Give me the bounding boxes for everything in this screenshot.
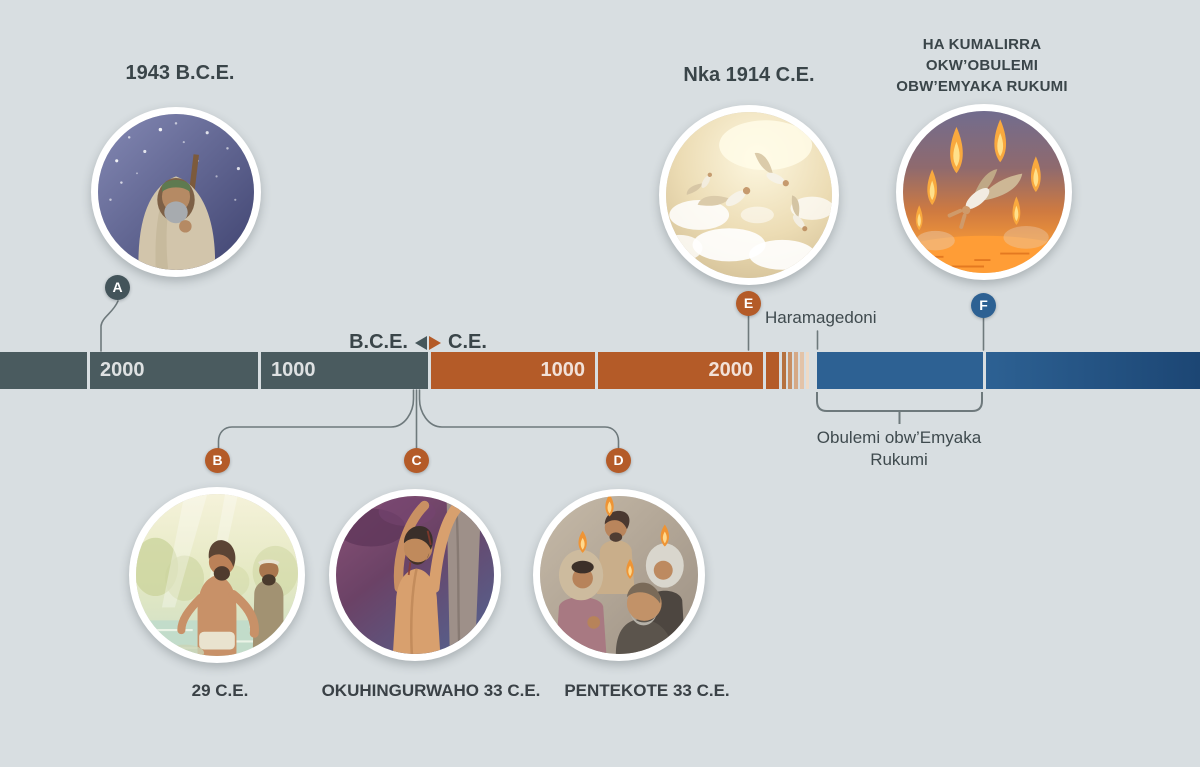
era-divider-label: B.C.E. C.E. xyxy=(338,331,498,354)
bce-arrow-icon xyxy=(415,335,427,350)
timeline-segment-1000-bce: 1000 xyxy=(261,352,428,389)
timeline-segment-2000-ce: 2000 xyxy=(598,352,763,389)
ce-label: C.E. xyxy=(448,331,487,353)
millennium-label-line-2: Rukumi xyxy=(870,450,928,469)
abraham-image[interactable] xyxy=(91,107,261,277)
tick-1000-ce: 1000 xyxy=(540,359,586,381)
haramagedoni-label: Haramagedoni xyxy=(765,308,877,327)
millennium-label: Obulemi obw’Emyaka Rukumi xyxy=(779,427,1019,471)
connector-d xyxy=(418,389,620,449)
timeline-segment-pre-2000-bce xyxy=(0,352,87,389)
heading-end-line-2: OKW’OBULEMI xyxy=(925,57,1039,74)
bce-label: B.C.E. xyxy=(349,331,408,353)
fade-stripe-3 xyxy=(794,352,798,389)
fade-stripe-5 xyxy=(806,352,809,389)
marker-f: F xyxy=(971,293,996,318)
satan-fire-image[interactable] xyxy=(896,104,1072,280)
heading-1914-ce: Nka 1914 C.E. xyxy=(683,64,815,86)
impalement-illustration xyxy=(336,496,494,654)
marker-e: E xyxy=(736,291,761,316)
angels-1914-image[interactable] xyxy=(659,105,839,285)
millennium-bracket xyxy=(816,392,983,412)
marker-a: A xyxy=(105,275,130,300)
tick-1000-bce: 1000 xyxy=(271,359,316,381)
impalement-image[interactable] xyxy=(329,489,501,661)
heading-end-line-1: HA KUMALIRRA xyxy=(922,36,1042,53)
timeline-segment-millennium xyxy=(817,352,983,389)
tick-2000-ce: 2000 xyxy=(708,359,754,381)
millennium-label-line-1: Obulemi obw’Emyaka xyxy=(816,428,982,447)
timeline-segment-post-2000-ce xyxy=(766,352,779,389)
fade-stripe-1 xyxy=(782,352,786,389)
pentecost-image[interactable] xyxy=(533,489,705,661)
caption-29-ce: 29 C.E. xyxy=(191,681,249,700)
marker-b: B xyxy=(205,448,230,473)
tick-2000-bce: 2000 xyxy=(100,359,145,381)
connector-b xyxy=(217,389,415,449)
heading-end-line-3: OBW’EMYAKA RUKUMI xyxy=(896,78,1068,95)
heading-end-of-millennium: HA KUMALIRRA OKW’OBULEMI OBW’EMYAKA RUKU… xyxy=(862,34,1102,97)
baptism-image[interactable] xyxy=(129,487,305,663)
angels-1914-illustration xyxy=(666,112,832,278)
heading-1943-bce: 1943 B.C.E. xyxy=(125,62,235,84)
timeline-segment-beyond-millennium xyxy=(986,352,1200,389)
timeline-segment-1000-ce: 1000 xyxy=(431,352,595,389)
marker-c: C xyxy=(404,448,429,473)
ce-arrow-icon xyxy=(429,335,441,350)
caption-pentecost-33-ce: PENTEKOTE 33 C.E. xyxy=(564,681,730,700)
fade-stripe-2 xyxy=(788,352,792,389)
marker-d: D xyxy=(606,448,631,473)
connector-a xyxy=(100,300,119,352)
caption-impalement-33-ce: OKUHINGURWAHO 33 C.E. xyxy=(321,681,541,700)
abraham-illustration xyxy=(98,114,254,270)
fade-stripe-4 xyxy=(800,352,804,389)
pentecost-illustration xyxy=(540,496,698,654)
timeline-segment-2000-bce: 2000 xyxy=(90,352,258,389)
